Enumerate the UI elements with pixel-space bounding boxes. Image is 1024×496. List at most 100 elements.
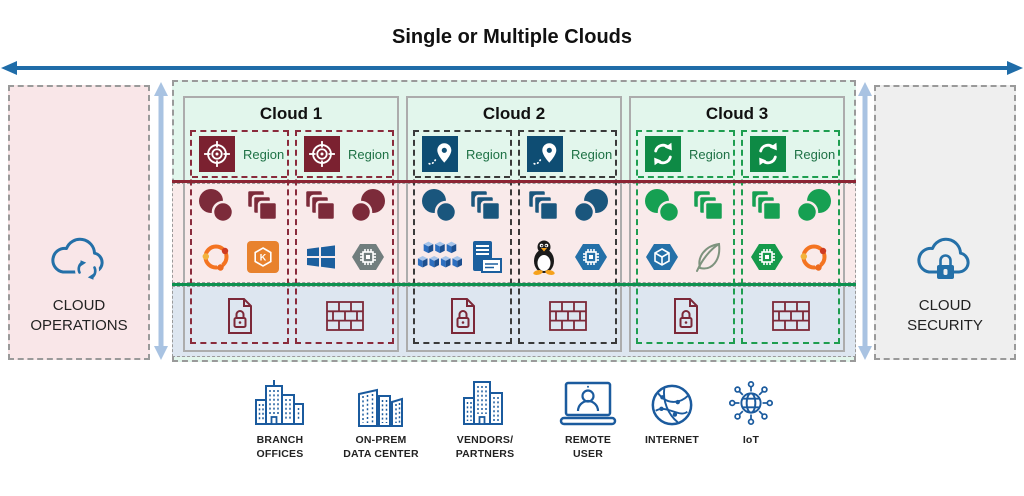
edge-node-internet: INTERNET	[626, 374, 718, 448]
security-zone	[415, 288, 510, 344]
eks-logo: K	[246, 240, 279, 273]
edge-node-iot: IoT	[705, 374, 797, 448]
security-zone	[520, 288, 615, 344]
region-label: Region	[466, 146, 508, 162]
cloud-2-title: Cloud 2	[482, 104, 546, 123]
horizontal-double-arrow-icon	[1, 61, 1023, 75]
ubuntu-logo	[797, 240, 831, 274]
region-label: Region	[689, 146, 731, 162]
ubuntu-logo	[199, 240, 233, 274]
security-zone	[638, 288, 733, 344]
chip-hexagon-gray	[350, 241, 386, 273]
cloud-1-box: Cloud 1 Region	[183, 96, 399, 352]
leaf-icon	[693, 240, 725, 274]
firewall-icon	[548, 301, 587, 331]
cloud-3-region-2-column: Region	[741, 130, 840, 344]
region-header: Region	[297, 132, 392, 178]
workloads-zone	[415, 178, 510, 284]
security-layer-line	[172, 283, 856, 286]
cloud-2-box: Cloud 2 Region	[406, 96, 622, 352]
cloud-1-region-2-column: Region	[295, 130, 394, 344]
security-zone	[192, 288, 287, 344]
edge-node-vendors-partners: VENDORS/ PARTNERS	[439, 374, 531, 461]
cloud-operations-label: CLOUD OPERATIONS	[30, 296, 128, 334]
chip-hexagon-green	[749, 241, 785, 273]
edge-node-on-prem-data-center: ON-PREM DATA CENTER	[335, 374, 427, 461]
chip-hexagon-blue	[573, 241, 609, 273]
cloud-3-box: Cloud 3 Region	[629, 96, 845, 352]
secure-document-icon	[450, 298, 475, 334]
cloud-2-region-1-column: Region	[413, 130, 512, 344]
sync-icon	[645, 136, 681, 172]
cloud-security-panel: CLOUD SECURITY	[874, 85, 1016, 360]
location-pin-icon	[422, 136, 458, 172]
vertical-double-arrow-icon	[858, 82, 872, 360]
instances-shapes	[794, 188, 834, 224]
virtual-machine-icon	[469, 239, 503, 275]
windows-logo	[304, 242, 338, 272]
region-header: Region	[520, 132, 615, 178]
secure-document-icon	[673, 298, 698, 334]
sync-icon	[750, 136, 786, 172]
cloud-sync-icon	[51, 237, 104, 282]
multi-cloud-container: Cloud 1 Region	[172, 80, 856, 362]
region-label: Region	[571, 146, 613, 162]
workloads-zone	[297, 178, 392, 284]
workloads-zone	[520, 178, 615, 284]
edge-node-branch-offices: BRANCH OFFICES	[234, 374, 326, 461]
instances-shapes	[571, 188, 611, 224]
cloud-lock-icon	[917, 237, 970, 279]
workloads-layer-line	[172, 180, 856, 183]
region-label: Region	[348, 146, 390, 162]
secure-document-icon	[227, 298, 252, 334]
instances-shapes	[348, 188, 388, 224]
workloads-zone: K	[192, 178, 287, 284]
edge-node-remote-user: REMOTE USER	[542, 374, 634, 461]
region-label: Region	[794, 146, 836, 162]
cloud-3-title: Cloud 3	[705, 104, 769, 123]
instances-shapes	[196, 188, 236, 224]
region-header: Region	[638, 132, 733, 178]
instances-shapes	[642, 188, 682, 224]
region-header: Region	[743, 132, 838, 178]
location-pin-icon	[527, 136, 563, 172]
iot-icon	[726, 374, 776, 428]
security-zone	[743, 288, 838, 344]
containers-shapes	[748, 188, 786, 224]
target-icon	[304, 136, 340, 172]
region-header: Region	[192, 132, 287, 178]
edge-node-label: IoT	[742, 434, 760, 446]
edge-node-label: INTERNET	[644, 434, 700, 446]
cubes-cluster	[416, 240, 463, 274]
workloads-zone	[743, 178, 838, 284]
data-center-icon	[354, 374, 408, 428]
instances-shapes	[419, 188, 459, 224]
containers-shapes	[302, 188, 340, 224]
vendors-partners-icon	[459, 374, 511, 428]
gke-hexagon-logo	[644, 241, 680, 273]
containers-shapes	[467, 188, 505, 224]
security-zone	[297, 288, 392, 344]
branch-offices-icon	[253, 374, 307, 428]
edge-node-label: VENDORS/ PARTNERS	[455, 434, 515, 460]
cloud-1-title: Cloud 1	[259, 104, 323, 123]
cloud-security-label: CLOUD SECURITY	[907, 296, 983, 334]
cloud-2-region-2-column: Region	[518, 130, 617, 344]
internet-icon	[649, 374, 695, 428]
firewall-icon	[325, 301, 364, 331]
edge-node-label: ON-PREM DATA CENTER	[343, 434, 419, 460]
cloud-1-region-1-column: Region	[190, 130, 289, 344]
edge-node-label: BRANCH OFFICES	[256, 434, 304, 460]
svg-text:K: K	[260, 252, 267, 262]
cloud-3-region-1-column: Region	[636, 130, 735, 344]
region-header: Region	[415, 132, 510, 178]
target-icon	[199, 136, 235, 172]
containers-shapes	[690, 188, 728, 224]
diagram-title: Single or Multiple Clouds	[392, 26, 632, 48]
vertical-double-arrow-icon	[154, 82, 168, 360]
edge-connectivity-row: BRANCH OFFICES ON-PREM DATA C	[172, 374, 856, 486]
remote-user-icon	[556, 374, 620, 428]
containers-shapes	[525, 188, 563, 224]
edge-node-label: REMOTE USER	[564, 434, 612, 460]
